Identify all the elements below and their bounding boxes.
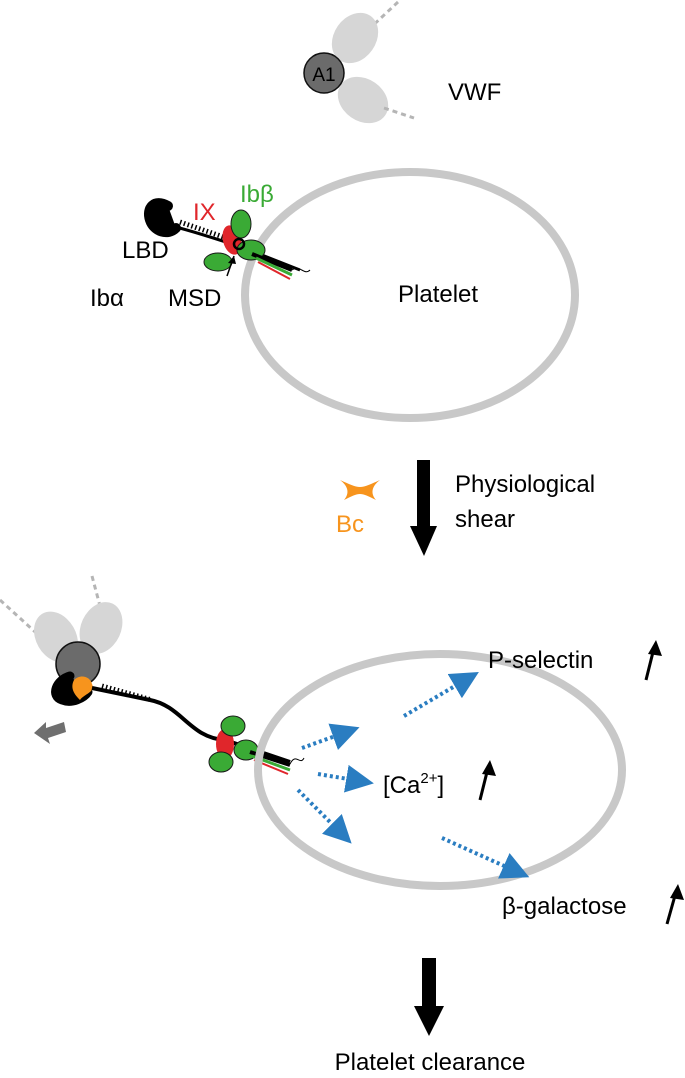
signal-arrow-3 [296, 788, 352, 844]
pselectin-label: P-selectin [488, 647, 593, 674]
tm-red [257, 261, 291, 280]
signal-arrow-2 [317, 764, 374, 793]
ibbeta-upper-bottom [220, 715, 246, 737]
lbd-shape [144, 198, 181, 238]
msd-label: MSD [168, 285, 221, 312]
tm-green [255, 256, 293, 277]
up-arrow-icon [648, 640, 662, 656]
clearance-label: Platelet clearance [335, 1049, 526, 1076]
vwf-tail-top [90, 575, 102, 607]
vwf-tail-dashed-lower [383, 106, 415, 120]
gpib-ix-complex-top [144, 198, 311, 280]
shear-label-line1: Physiological [455, 471, 595, 498]
down-arrow-clearance [414, 958, 444, 1036]
ix-subunit-bottom [216, 729, 234, 759]
up-arrow-icon-calcium [482, 760, 496, 776]
gpib-ix-complex-bottom [51, 671, 305, 775]
macroglycopeptide-comb-bottom [101, 683, 153, 703]
signal-arrow-pselectin [402, 671, 479, 718]
clearance-down-arrow-icon [414, 1006, 444, 1036]
platelet-label: Platelet [398, 281, 478, 308]
down-arrow-shear [410, 460, 437, 556]
vwf-tail-dashed [366, 0, 400, 32]
vwf-domain-lower [337, 76, 389, 124]
cytoplasmic-tail [291, 267, 311, 273]
galactose-up-arrow [665, 884, 684, 925]
msd-knot [232, 237, 246, 251]
bc-shape [340, 480, 380, 500]
bc-label: Bc [336, 511, 364, 538]
bc-bound [72, 676, 93, 700]
shear-label-line2: shear [455, 506, 515, 533]
vwf-domain-upper [331, 12, 379, 64]
ibbeta-lower [203, 252, 233, 272]
platelet-membrane-bottom [254, 650, 626, 890]
calcium-superscript: 2+ [420, 770, 437, 787]
galactose-label: β-galactose [502, 893, 627, 920]
tm-black [251, 252, 293, 272]
signal-arrows [296, 671, 530, 879]
vwf-label: VWF [448, 79, 501, 106]
lbd-label: LBD [122, 237, 169, 264]
down-arrow-icon [410, 526, 437, 556]
signal-arrow-galactose [441, 836, 530, 879]
ibbeta-upper [230, 209, 252, 239]
ibbeta-lower-bottom [208, 751, 234, 773]
clearance-arrow-shaft [422, 958, 436, 1008]
ix-label: IX [193, 199, 216, 226]
platelet-membrane-top [241, 168, 579, 422]
vwf-bottom [0, 575, 123, 687]
cytoplasmic-tail-bottom [289, 757, 305, 765]
vwf-domain-right [79, 602, 123, 654]
a1-domain [303, 52, 345, 94]
calcium-base: [Ca [383, 772, 421, 799]
vwf-top: A1 VWF [303, 0, 501, 124]
msd-pointer-head [228, 256, 236, 264]
up-arrow-icon-galactose [670, 884, 684, 900]
calcium-close: ] [437, 772, 444, 799]
calcium-label: [Ca2+] [383, 770, 444, 799]
calcium-up-arrow [478, 760, 496, 801]
ibbeta-label: Ibβ [240, 181, 274, 208]
ibalpha-label: Ibα [90, 285, 124, 312]
pull-direction-arrow-icon [34, 722, 66, 744]
a1-label: A1 [312, 65, 335, 86]
pselectin-up-arrow [644, 640, 662, 681]
signal-arrow-1 [301, 723, 360, 750]
bc-molecule [340, 480, 380, 500]
down-arrow-shaft [417, 460, 430, 528]
